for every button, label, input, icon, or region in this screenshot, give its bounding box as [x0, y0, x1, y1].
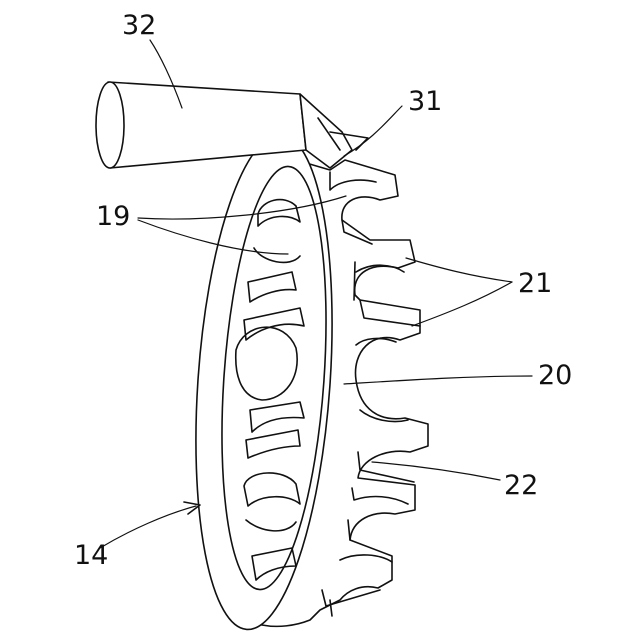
- label-31: 31: [408, 86, 442, 117]
- label-19: 19: [96, 201, 130, 232]
- label-14: 14: [74, 540, 108, 571]
- label-20: 20: [538, 360, 572, 391]
- label-21: 21: [518, 268, 552, 299]
- bracket-31: [300, 94, 368, 168]
- label-32: 32: [122, 10, 156, 41]
- label-22: 22: [504, 470, 538, 501]
